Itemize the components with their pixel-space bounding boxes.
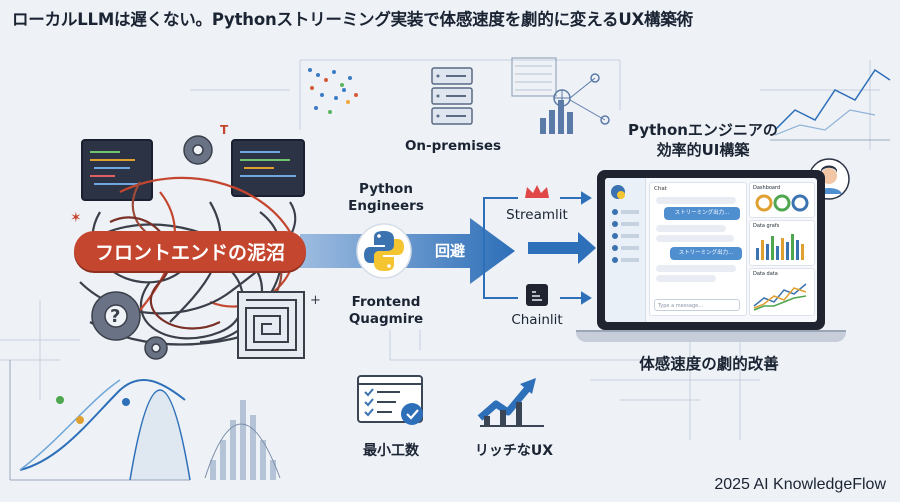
- dashboard-label: Dashboard: [753, 185, 781, 191]
- top-right-chart: [770, 68, 891, 141]
- benefit-1-label: 最小工数: [363, 443, 419, 459]
- gear-icon: [183, 135, 213, 165]
- dashboard-panel: Dashboard Data grafs Data data: [749, 182, 815, 316]
- server-icon: [431, 67, 473, 125]
- python-logo-icon: [356, 223, 412, 279]
- benefit-2-label: リッチなUX: [474, 443, 554, 459]
- svg-text:T: T: [220, 123, 229, 137]
- monitor-left-icon: [81, 139, 153, 201]
- scatter-decor: [308, 68, 358, 114]
- app-window: Chat ストリーミング出力... ストリーミング出力... Type a me…: [605, 178, 817, 322]
- chat-label: Chat: [654, 186, 667, 192]
- svg-text:+: +: [310, 293, 321, 308]
- quagmire-banner: フロントエンドの泥沼: [74, 231, 306, 271]
- tool-streamlit-label: Streamlit: [506, 207, 568, 223]
- crown-icon: [525, 185, 549, 198]
- app-sidebar: [605, 178, 646, 322]
- right-heading: Pythonエンジニアの 効率的UI構築: [628, 121, 778, 159]
- footer-credit: 2025 AI KnowledgeFlow: [714, 476, 886, 493]
- growth-chart-icon: [477, 378, 544, 427]
- svg-text:✶: ✶: [70, 210, 82, 226]
- avoid-label: 回避: [434, 242, 465, 260]
- gear-icon: [144, 336, 168, 360]
- bottom-caption: 体感速度の劇的改善: [639, 355, 779, 373]
- maze-icon: [237, 291, 305, 359]
- python-engineers-label: Python Engineers: [348, 181, 424, 214]
- chainlink-icon: [526, 284, 548, 306]
- top-bar-chart: [511, 57, 610, 134]
- banner-text: フロントエンドの泥沼: [94, 241, 285, 264]
- gear-icon: [91, 291, 141, 341]
- frontend-quagmire-label: Frontend Quagmire: [348, 294, 424, 327]
- chat-panel: Chat ストリーミング出力... ストリーミング出力... Type a me…: [649, 182, 747, 316]
- chat-bubble-2: ストリーミング出力...: [670, 247, 742, 260]
- tangled-code-illustration: ? T ✶ +: [70, 123, 321, 360]
- chat-bubble-1: ストリーミング出力...: [664, 207, 740, 220]
- tool-chainlit-label: Chainlit: [511, 312, 563, 328]
- question-icon: ?: [110, 306, 120, 327]
- tool-connectors: [483, 191, 596, 305]
- laptop-screen: Chat ストリーミング出力... ストリーミング出力... Type a me…: [597, 170, 825, 330]
- page-title: ローカルLLMは遅くない。Pythonストリーミング実装で体感速度を劇的に変える…: [12, 10, 693, 29]
- data-data-label: Data data: [753, 271, 778, 277]
- on-premises-label: On-premises: [404, 138, 502, 154]
- checklist-icon: [357, 375, 423, 425]
- data-grafs-label: Data grafs: [753, 223, 780, 229]
- histogram-decor: [204, 400, 281, 480]
- chat-input[interactable]: Type a message...: [654, 299, 740, 311]
- left-bottom-chart: [9, 360, 191, 481]
- laptop-base: [576, 330, 846, 342]
